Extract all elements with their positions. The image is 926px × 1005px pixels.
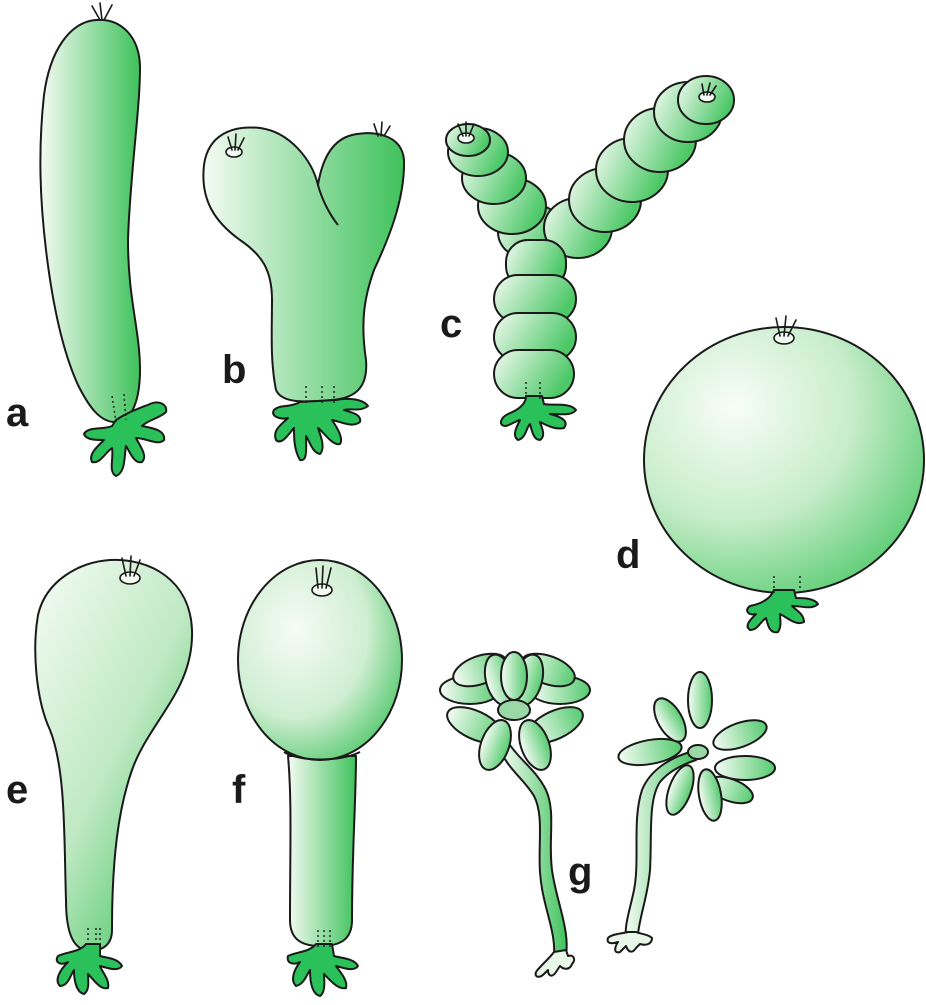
alga-b-holdfast: [273, 399, 368, 460]
alga-b: b: [203, 122, 404, 460]
alga-d-body: [644, 327, 924, 593]
alga-c-segment: [494, 350, 574, 398]
alga-g-left-stalk: [502, 745, 567, 962]
alga-e-holdfast: [57, 944, 122, 994]
alga-g-right-holdfast: [608, 932, 652, 952]
label-g: g: [568, 850, 592, 894]
label-c: c: [440, 302, 462, 346]
label-b: b: [222, 348, 246, 392]
alga-g-left-center: [498, 700, 530, 720]
alga-a-hairs: [92, 3, 112, 20]
alga-g: g: [440, 647, 775, 977]
alga-f: f: [232, 560, 402, 996]
label-a: a: [6, 391, 29, 435]
alga-e-body: [35, 560, 192, 951]
alga-a-body: [40, 20, 140, 422]
alga-f-stalk: [288, 756, 356, 946]
label-f: f: [232, 768, 246, 812]
alga-g-right-center: [688, 745, 708, 759]
alga-d: d: [616, 316, 924, 632]
alga-f-holdfast: [288, 944, 358, 996]
alga-d-holdfast: [747, 590, 818, 632]
alga-c-holdfast: [501, 396, 576, 440]
label-e: e: [6, 768, 28, 812]
alga-a: a: [6, 3, 166, 476]
label-d: d: [616, 533, 640, 577]
alga-g-left-holdfast: [536, 950, 574, 977]
alga-e: e: [6, 556, 192, 994]
